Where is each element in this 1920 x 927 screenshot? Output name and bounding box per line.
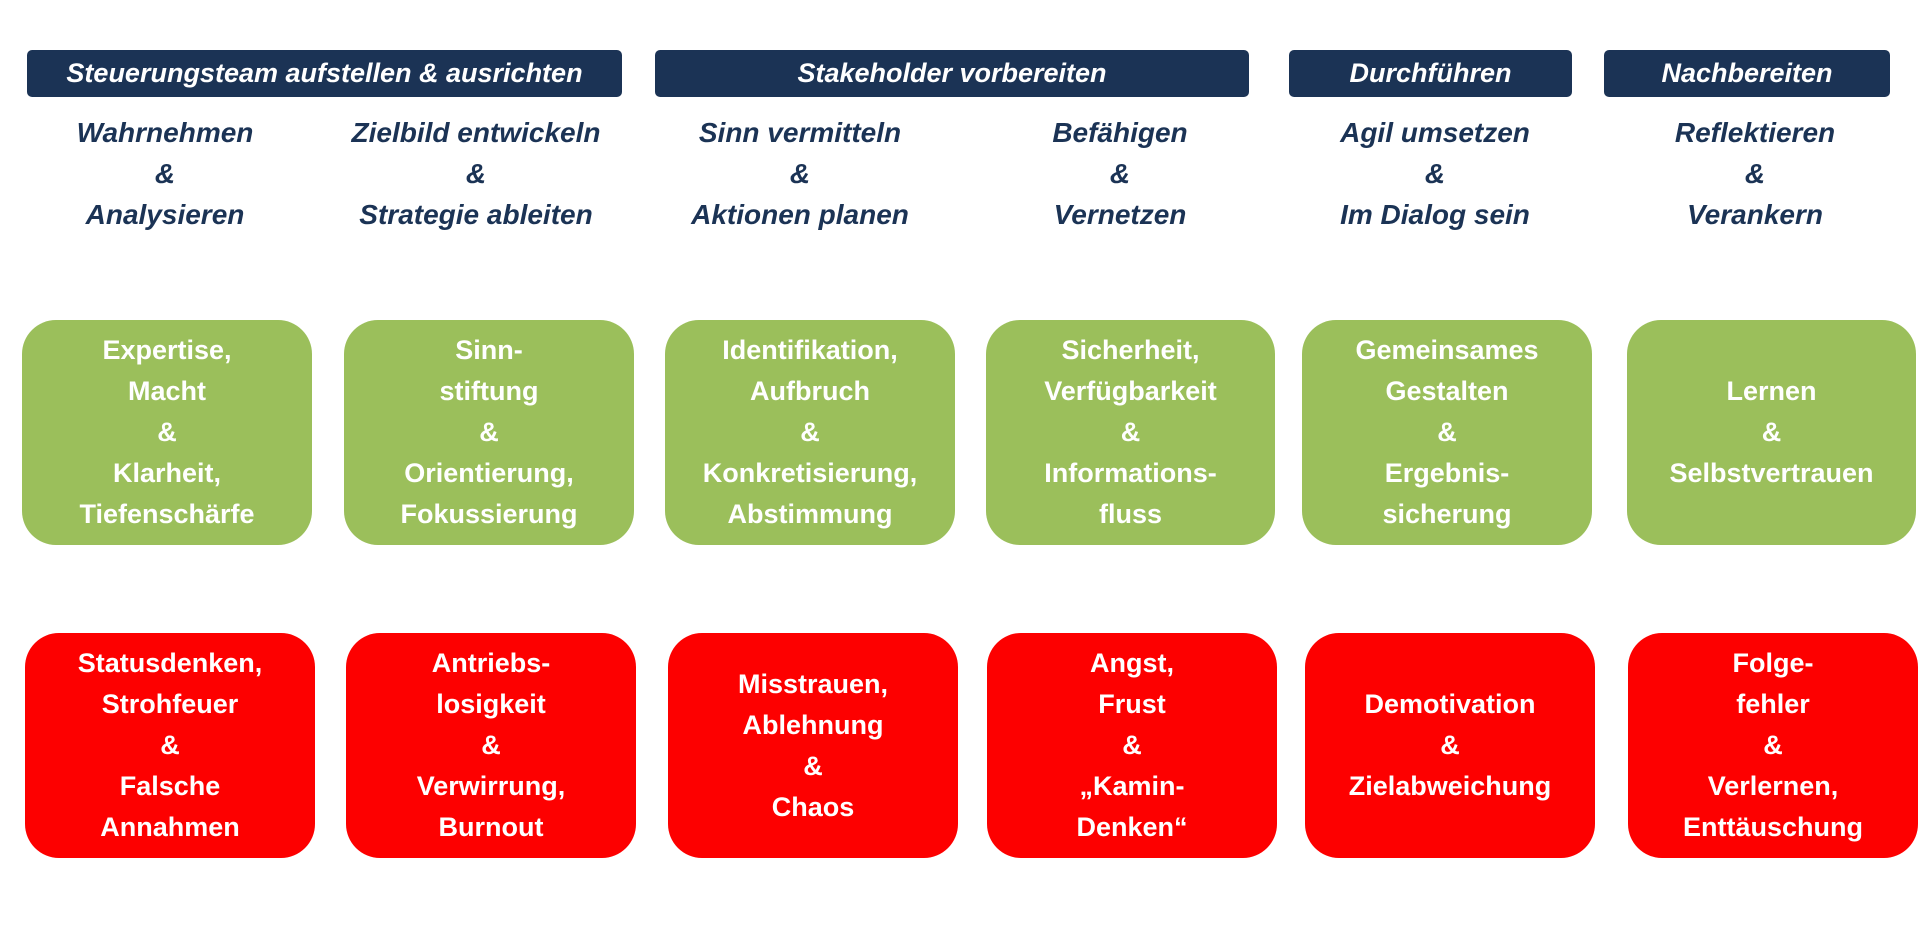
risk-box-6: Folge- fehler & Verlernen, Enttäuschung bbox=[1628, 633, 1918, 858]
risk-6-line-5: Enttäuschung bbox=[1683, 812, 1863, 842]
risk-1-line-1: Statusdenken, bbox=[77, 648, 263, 678]
success-factor-5-line-3: & bbox=[1437, 417, 1457, 447]
success-factor-6-line-3: Selbstvertrauen bbox=[1669, 458, 1874, 488]
risk-1-line-3: & bbox=[160, 730, 180, 760]
risk-6-line-4: Verlernen, bbox=[1707, 771, 1839, 801]
success-factor-4-line-5: fluss bbox=[1098, 499, 1163, 529]
success-factor-3-line-2: Aufbruch bbox=[750, 376, 870, 406]
phase-header-stakeholder: Stakeholder vorbereiten bbox=[655, 50, 1249, 97]
step-2: Zielbild entwickeln & Strategie ableiten bbox=[330, 112, 622, 242]
step-1: Wahrnehmen & Analysieren bbox=[25, 112, 305, 242]
phase-header-durchfuehren: Durchführen bbox=[1289, 50, 1572, 97]
step-1-line-2: & bbox=[154, 158, 176, 189]
success-factor-4-line-2: Verfügbarkeit bbox=[1044, 376, 1217, 406]
risk-2-line-1: Antriebs- bbox=[431, 648, 551, 678]
step-3: Sinn vermitteln & Aktionen planen bbox=[660, 112, 940, 242]
success-factor-3-line-4: Konkretisierung, bbox=[702, 458, 918, 488]
step-5-line-3: Im Dialog sein bbox=[1340, 199, 1530, 230]
risk-4-line-2: Frust bbox=[1098, 689, 1166, 719]
step-5: Agil umsetzen & Im Dialog sein bbox=[1295, 112, 1575, 242]
success-factor-1-line-4: Klarheit, bbox=[112, 458, 222, 488]
risk-2-line-4: Verwirrung, bbox=[416, 771, 566, 801]
success-factor-1-line-2: Macht bbox=[127, 376, 206, 406]
step-2-line-1: Zielbild entwickeln bbox=[351, 117, 601, 148]
step-3-line-1: Sinn vermitteln bbox=[698, 117, 902, 148]
success-factor-1-line-5: Tiefenschärfe bbox=[79, 499, 255, 529]
step-2-line-2: & bbox=[465, 158, 487, 189]
success-factor-box-2: Sinn- stiftung & Orientierung, Fokussier… bbox=[344, 320, 634, 545]
success-factor-5-line-2: Gestalten bbox=[1385, 376, 1509, 406]
step-1-line-3: Analysieren bbox=[85, 199, 245, 230]
risk-6-line-3: & bbox=[1763, 730, 1783, 760]
step-4-line-2: & bbox=[1109, 158, 1131, 189]
risk-4-line-1: Angst, bbox=[1090, 648, 1174, 678]
risk-box-5: Demotivation & Zielabweichung bbox=[1305, 633, 1595, 858]
step-1-line-1: Wahrnehmen bbox=[76, 117, 254, 148]
success-factor-2-line-5: Fokussierung bbox=[400, 499, 578, 529]
risk-6-line-2: fehler bbox=[1736, 689, 1810, 719]
risk-5-line-3: Zielabweichung bbox=[1348, 771, 1552, 801]
risk-3-line-1: Misstrauen, bbox=[737, 668, 889, 699]
step-5-line-2: & bbox=[1424, 158, 1446, 189]
step-5-line-1: Agil umsetzen bbox=[1340, 117, 1530, 148]
success-factor-box-5: Gemeinsames Gestalten & Ergebnis- sicher… bbox=[1302, 320, 1592, 545]
success-factor-4-line-1: Sicherheit, bbox=[1061, 335, 1200, 365]
success-factor-1-line-3: & bbox=[157, 417, 177, 447]
success-factor-2-line-4: Orientierung, bbox=[404, 458, 574, 488]
risk-3-line-3: & bbox=[803, 750, 823, 781]
step-6-line-3: Verankern bbox=[1687, 199, 1823, 230]
success-factor-box-1: Expertise, Macht & Klarheit, Tiefenschär… bbox=[22, 320, 312, 545]
success-factor-box-4: Sicherheit, Verfügbarkeit & Informations… bbox=[986, 320, 1275, 545]
success-factor-3-line-1: Identifikation, bbox=[722, 335, 898, 365]
phase-header-steuerungsteam: Steuerungsteam aufstellen & ausrichten bbox=[27, 50, 622, 97]
success-factor-box-6: Lernen & Selbstvertrauen bbox=[1627, 320, 1916, 545]
risk-box-2: Antriebs- losigkeit & Verwirrung, Burnou… bbox=[346, 633, 636, 858]
risk-box-4: Angst, Frust & „Kamin- Denken“ bbox=[987, 633, 1277, 858]
step-4: Befähigen & Vernetzen bbox=[980, 112, 1260, 242]
risk-2-line-3: & bbox=[481, 730, 501, 760]
risk-5-line-1: Demotivation bbox=[1364, 689, 1536, 719]
risk-4-line-3: & bbox=[1122, 730, 1142, 760]
risk-box-1: Statusdenken, Strohfeuer & Falsche Annah… bbox=[25, 633, 315, 858]
success-factor-2-line-1: Sinn- bbox=[455, 335, 523, 365]
risk-5-line-2: & bbox=[1440, 730, 1460, 760]
step-2-line-3: Strategie ableiten bbox=[359, 199, 593, 230]
success-factor-6-line-2: & bbox=[1761, 417, 1782, 447]
risk-1-line-4: Falsche bbox=[119, 771, 221, 801]
risk-4-line-4: „Kamin- bbox=[1079, 771, 1185, 801]
success-factor-3-line-5: Abstimmung bbox=[727, 499, 893, 529]
success-factor-6-line-1: Lernen bbox=[1726, 376, 1817, 406]
risk-1-line-5: Annahmen bbox=[100, 812, 240, 842]
risk-6-line-1: Folge- bbox=[1732, 648, 1814, 678]
step-3-line-2: & bbox=[789, 158, 811, 189]
success-factor-2-line-2: stiftung bbox=[439, 376, 539, 406]
risk-2-line-2: losigkeit bbox=[436, 689, 546, 719]
success-factor-3-line-3: & bbox=[800, 417, 820, 447]
risk-3-line-4: Chaos bbox=[771, 791, 855, 822]
success-factor-1-line-1: Expertise, bbox=[102, 335, 232, 365]
step-6: Reflektieren & Verankern bbox=[1615, 112, 1895, 242]
step-4-line-3: Vernetzen bbox=[1053, 199, 1187, 230]
step-3-line-3: Aktionen planen bbox=[691, 199, 909, 230]
risk-box-3: Misstrauen, Ablehnung & Chaos bbox=[668, 633, 958, 858]
success-factor-2-line-3: & bbox=[479, 417, 499, 447]
risk-2-line-5: Burnout bbox=[438, 812, 544, 842]
risk-3-line-2: Ablehnung bbox=[742, 709, 884, 740]
success-factor-5-line-5: sicherung bbox=[1382, 499, 1512, 529]
success-factor-4-line-3: & bbox=[1120, 417, 1141, 447]
success-factor-5-line-4: Ergebnis- bbox=[1384, 458, 1510, 488]
success-factor-4-line-4: Informations- bbox=[1044, 458, 1217, 488]
risk-1-line-2: Strohfeuer bbox=[101, 689, 239, 719]
step-4-line-1: Befähigen bbox=[1052, 117, 1188, 148]
phase-header-nachbereiten: Nachbereiten bbox=[1604, 50, 1890, 97]
step-6-line-2: & bbox=[1744, 158, 1766, 189]
success-factor-5-line-1: Gemeinsames bbox=[1355, 335, 1539, 365]
risk-4-line-5: Denken“ bbox=[1076, 812, 1188, 842]
step-6-line-1: Reflektieren bbox=[1674, 117, 1836, 148]
success-factor-box-3: Identifikation, Aufbruch & Konkretisieru… bbox=[665, 320, 955, 545]
